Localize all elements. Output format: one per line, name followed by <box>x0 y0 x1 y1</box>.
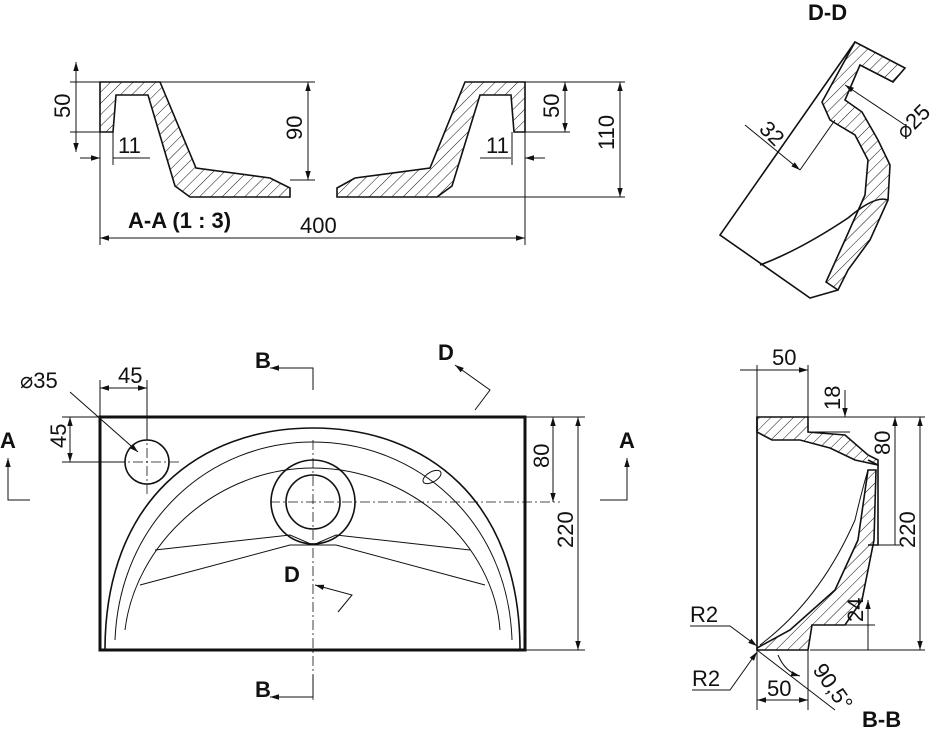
dim-aa-right-height: 50 <box>539 94 564 118</box>
section-dd-title: D-D <box>808 0 847 25</box>
marker-b-bottom: B <box>255 677 271 702</box>
bowl-outer-edge <box>104 427 521 651</box>
section-b-b: 50 18 80 220 24 R2 R2 50 90,5° B-B <box>690 345 925 730</box>
dim-dd-depth: 32 <box>754 116 789 151</box>
dim-bb-radius-bottom: R2 <box>692 666 720 691</box>
drain-inner <box>285 474 341 530</box>
marker-d-center: D <box>284 562 300 587</box>
marker-a-left: A <box>0 428 16 453</box>
section-bb-title: B-B <box>862 707 901 730</box>
dim-overflow-x: 45 <box>118 363 142 388</box>
dim-aa-inner-depth: 90 <box>282 116 307 140</box>
dim-dd-diameter: ⌀25 <box>891 99 935 143</box>
section-d-d: D-D ⌀25 32 <box>718 0 935 299</box>
section-bb-top-profile <box>756 416 879 466</box>
basin-outline <box>98 415 527 652</box>
section-bb-bottom-profile <box>756 469 877 651</box>
section-a-a: 50 11 90 110 50 11 400 A-A (1 : 3) <box>50 62 625 245</box>
dim-overflow-diameter: ⌀35 <box>20 368 58 393</box>
dim-aa-total-height: 110 <box>594 115 619 150</box>
dim-bb-top-width: 50 <box>772 345 796 370</box>
dim-drain-offset: 80 <box>529 444 554 468</box>
dim-aa-left-height: 50 <box>50 94 75 118</box>
dim-bb-height: 220 <box>895 511 920 548</box>
dim-bb-bottom-width: 50 <box>767 676 791 701</box>
dim-aa-left-wall: 11 <box>118 133 141 158</box>
dim-overflow-y: 45 <box>46 424 71 448</box>
plan-view: 45 45 ⌀35 80 220 B B A A D D <box>0 340 635 702</box>
dim-bb-angle: 90,5° <box>808 659 858 716</box>
tap-hole <box>422 469 442 485</box>
dim-plan-depth: 220 <box>553 511 578 548</box>
marker-a-right: A <box>619 428 635 453</box>
dim-bb-bottom-thickness: 24 <box>843 598 868 622</box>
dim-bb-radius-top: R2 <box>690 602 718 627</box>
dim-bb-drain-height: 80 <box>870 431 895 455</box>
section-aa-title: A-A (1 : 3) <box>128 208 231 233</box>
dim-aa-width: 400 <box>300 213 337 238</box>
marker-d-top: D <box>438 340 454 365</box>
section-dd-profile <box>821 40 907 292</box>
marker-b-top: B <box>255 348 271 373</box>
dim-aa-right-wall: 11 <box>486 133 509 158</box>
dim-bb-rim: 18 <box>820 386 845 410</box>
